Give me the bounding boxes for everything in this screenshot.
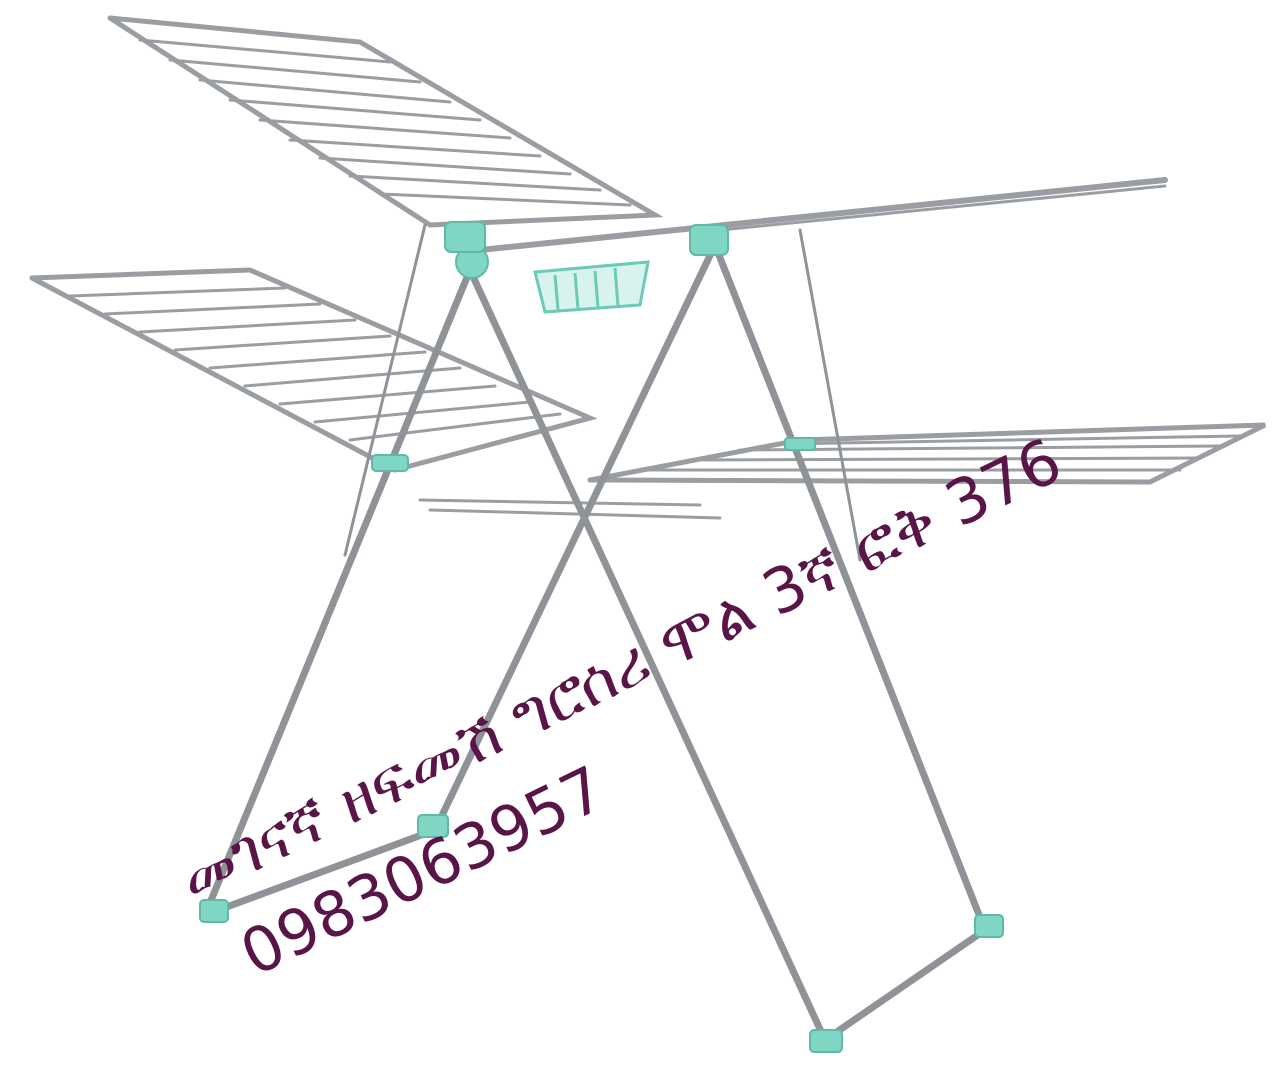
upper-left-wing [107, 15, 664, 228]
basket-icon [533, 260, 650, 314]
rack-legs [201, 223, 989, 1044]
teal-joints [199, 221, 1004, 1053]
lower-left-wing [29, 267, 598, 473]
upper-right-wing [477, 177, 1168, 253]
lower-right-wing [418, 422, 1267, 520]
